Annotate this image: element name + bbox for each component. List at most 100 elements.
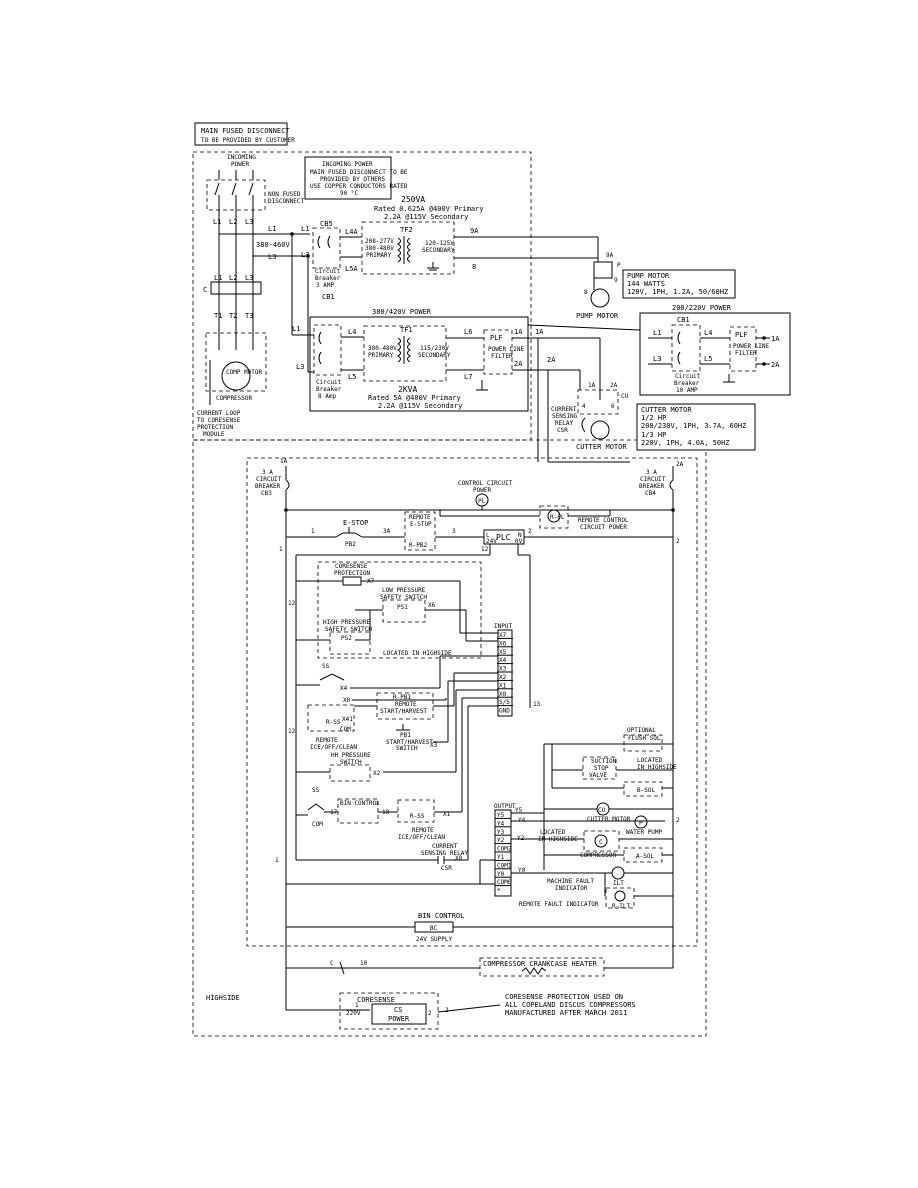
plc-output-y3: Y3 (497, 829, 505, 836)
svg-text:COM: COM (340, 726, 351, 733)
svg-text:120-125V: 120-125V (425, 240, 454, 247)
svg-text:CORESENSE: CORESENSE (335, 563, 368, 570)
svg-text:BIN CONTROL: BIN CONTROL (418, 912, 464, 920)
svg-text:BREAKER: BREAKER (639, 483, 665, 490)
svg-text:24V SUPPLY: 24V SUPPLY (416, 936, 453, 943)
plc-input-x7: X7 (499, 632, 507, 639)
svg-text:PLF: PLF (490, 334, 503, 342)
highside-switch-group (317, 561, 482, 659)
compressor-label: COMPRESSOR (216, 395, 253, 402)
svg-text:R-SS: R-SS (326, 719, 341, 726)
svg-text:PLC: PLC (496, 533, 511, 542)
high-pressure-switch (329, 631, 371, 655)
svg-text:L3: L3 (653, 355, 661, 363)
coresense-module (371, 1003, 427, 1025)
svg-text:Rated 5A @400V Primary: Rated 5A @400V Primary (368, 394, 461, 402)
svg-text:2: 2 (528, 528, 532, 535)
plc-output-block (494, 809, 512, 897)
svg-text:Breaker: Breaker (674, 380, 700, 387)
svg-text:PS1: PS1 (397, 604, 408, 611)
non-fused-disconnect (206, 179, 266, 211)
svg-text:12: 12 (288, 600, 296, 607)
pump-plug (593, 261, 613, 279)
svg-text:13: 13 (533, 701, 541, 708)
svg-text:12: 12 (288, 728, 296, 735)
svg-text:COMP MOTOR: COMP MOTOR (226, 369, 263, 376)
svg-text:COMPRESSOR CRANKCASE HEATER: COMPRESSOR CRANKCASE HEATER (483, 960, 598, 968)
plc-output-y4: Y4 (497, 820, 505, 827)
svg-text:CB4: CB4 (645, 490, 656, 497)
plc-input-ss: S/S (499, 699, 510, 706)
svg-text:24V: 24V (486, 538, 497, 545)
svg-text:CORESENSE: CORESENSE (357, 996, 395, 1004)
remote-fault-indicator (605, 887, 635, 909)
svg-text:CUTTER MOTOR: CUTTER MOTOR (587, 816, 631, 823)
remote-estop (404, 511, 436, 551)
svg-text:L4A: L4A (345, 228, 358, 236)
svg-text:SAFETY SWITCH: SAFETY SWITCH (325, 626, 372, 633)
svg-text:PROTECTION: PROTECTION (334, 570, 371, 577)
svg-text:R-SS: R-SS (410, 813, 425, 820)
svg-text:A-SOL: A-SOL (636, 853, 654, 860)
svg-text:L1: L1 (653, 329, 661, 337)
plc-output-y1: Y1 (497, 854, 505, 861)
svg-text:PRIMARY: PRIMARY (366, 252, 392, 259)
svg-text:Rated 0.625A @400V Primary: Rated 0.625A @400V Primary (374, 205, 484, 213)
svg-text:3 AMP: 3 AMP (316, 282, 334, 289)
svg-text:ICE/OFF/CLEAN: ICE/OFF/CLEAN (398, 834, 445, 841)
cb5-breaker (312, 227, 341, 269)
svg-text:220V: 220V (346, 1010, 361, 1017)
svg-text:ILT: ILT (613, 880, 624, 887)
b-sol (623, 781, 663, 797)
plc-input-x6: X6 (499, 640, 507, 647)
svg-text:X6: X6 (428, 602, 436, 609)
plc-input-x4: X4 (499, 657, 507, 664)
svg-text:L1: L1 (301, 225, 309, 233)
svg-text:120V, 1PH, 1.2A, 50/60HZ: 120V, 1PH, 1.2A, 50/60HZ (627, 288, 728, 296)
svg-text:X1: X1 (443, 811, 451, 818)
power-label: POWER (231, 161, 249, 168)
svg-text:1A: 1A (514, 328, 523, 336)
incoming-power-line2: PROVIDED BY OTHERS (320, 176, 385, 183)
svg-text:IN HIGHSIDE: IN HIGHSIDE (637, 764, 677, 771)
svg-text:X3: X3 (430, 742, 438, 749)
svg-text:SS: SS (322, 663, 330, 670)
svg-text:PROTECTION: PROTECTION (197, 424, 234, 431)
svg-text:POWER LINE: POWER LINE (733, 343, 770, 350)
svg-text:L1: L1 (268, 225, 276, 233)
tf1-breaker (313, 324, 342, 376)
svg-text:CURRENT: CURRENT (432, 843, 458, 850)
svg-text:START/HARVEST: START/HARVEST (380, 708, 427, 715)
svg-text:CB1: CB1 (322, 293, 335, 301)
svg-text:2: 2 (676, 538, 680, 545)
pump-info-box (622, 269, 736, 299)
svg-text:2: 2 (445, 1007, 449, 1014)
svg-text:1: 1 (275, 857, 279, 864)
svg-text:REMOTE FAULT INDICATOR: REMOTE FAULT INDICATOR (519, 901, 599, 908)
svg-text:2: 2 (676, 817, 680, 824)
svg-text:Breaker: Breaker (316, 386, 342, 393)
svg-text:CURRENT: CURRENT (551, 406, 577, 413)
svg-text:PRIMARY: PRIMARY (368, 352, 394, 359)
svg-text:144 WATTS: 144 WATTS (627, 280, 665, 288)
svg-text:PB2: PB2 (345, 541, 356, 548)
svg-text:BREAKER: BREAKER (255, 483, 281, 490)
low-pressure-switch (382, 599, 426, 623)
svg-text:FILTER: FILTER (735, 350, 757, 357)
plc-output-com1: COM1 (497, 862, 512, 869)
svg-text:STOP: STOP (594, 765, 609, 772)
svg-text:OUTPUT: OUTPUT (494, 803, 516, 810)
compressor-contactor-coil (594, 834, 608, 848)
svg-text:MACHINE FAULT: MACHINE FAULT (547, 878, 594, 885)
compressor-box (205, 332, 267, 392)
svg-text:CB5: CB5 (320, 220, 333, 228)
svg-text:2A: 2A (514, 360, 523, 368)
svg-text:3 A: 3 A (262, 469, 273, 476)
svg-text:2KVA: 2KVA (398, 385, 417, 394)
svg-text:ICE/OFF/CLEAN: ICE/OFF/CLEAN (310, 744, 357, 751)
main-disconnect-line2: TO BE PROVIDED BY CUSTOMER (201, 137, 295, 144)
incoming-power-title: INCOMING POWER (322, 161, 373, 168)
svg-text:C: C (203, 286, 207, 294)
